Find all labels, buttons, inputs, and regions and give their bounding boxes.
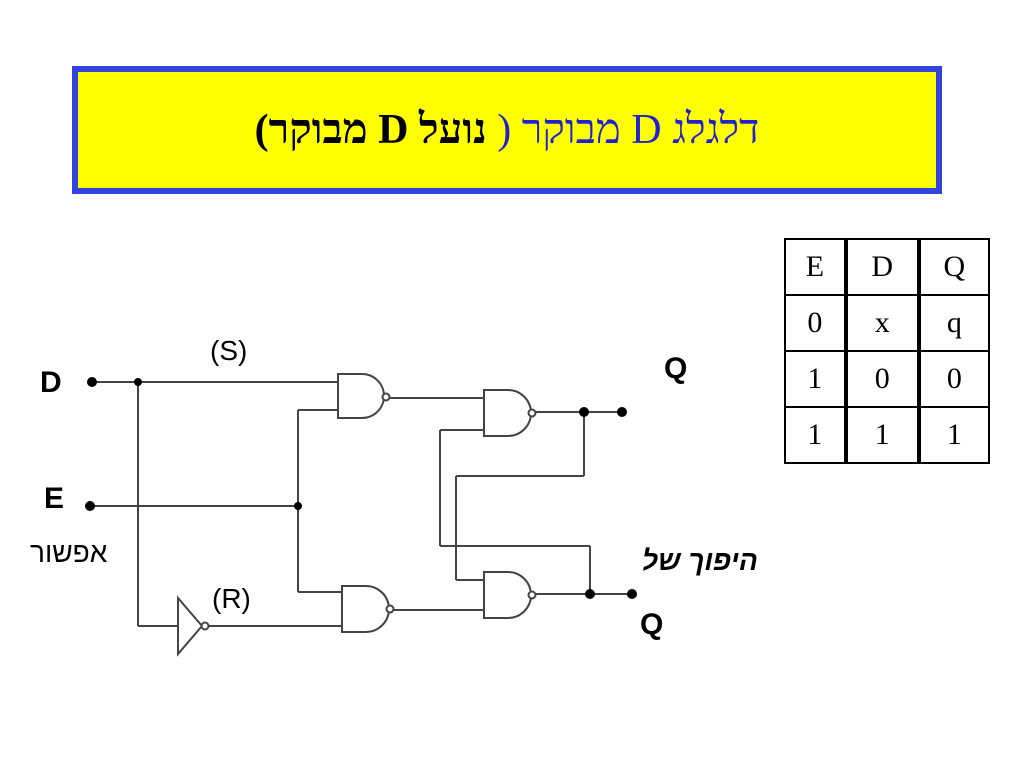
- junction-dot: [579, 407, 589, 417]
- truth-table: E D Q 0 x q 1 0 0 1 1 1: [784, 238, 991, 464]
- cell-e: 1: [784, 406, 847, 464]
- output-qbar-label: Q: [640, 608, 663, 641]
- output-qbar-caption: היפוך של: [642, 545, 758, 576]
- truth-table-header-row: E D Q: [784, 238, 991, 296]
- junction-dot: [294, 502, 302, 510]
- input-d-label: D: [40, 366, 62, 399]
- header-d: D: [843, 238, 921, 296]
- cell-d: 1: [843, 406, 921, 464]
- table-row: 1 0 0: [784, 350, 991, 408]
- nand-gate-4: [483, 571, 537, 619]
- nand-gate-2: [341, 585, 395, 633]
- title-sub: נועל D מבוקר): [254, 107, 487, 153]
- cell-q: 0: [917, 350, 991, 408]
- title-main: דלגלג D מבוקר (: [497, 107, 760, 153]
- nand-gate-3: [483, 389, 537, 437]
- output-q-terminal: [617, 407, 627, 417]
- wires: [90, 381, 632, 627]
- input-d-terminal: [87, 377, 97, 387]
- junction-dot: [585, 589, 595, 599]
- r-label: (R): [212, 583, 251, 614]
- input-e-label: E: [44, 482, 64, 515]
- cell-q: q: [917, 294, 991, 352]
- output-qbar-terminal: [627, 589, 637, 599]
- header-q: Q: [917, 238, 991, 296]
- cell-e: 1: [784, 350, 847, 408]
- table-row: 1 1 1: [784, 406, 991, 464]
- input-e-terminal: [85, 501, 95, 511]
- title-banner: דלגלג D מבוקר ( נועל D מבוקר): [72, 66, 942, 194]
- cell-q: 1: [917, 406, 991, 464]
- table-row: 0 x q: [784, 294, 991, 352]
- output-q-label: Q: [664, 352, 687, 385]
- cell-d: x: [843, 294, 921, 352]
- header-e: E: [784, 238, 847, 296]
- junction-dot: [134, 378, 142, 386]
- enable-label: אפשור: [30, 537, 108, 568]
- nand-gate-1: [337, 373, 391, 419]
- not-gate: [177, 595, 210, 657]
- s-label: (S): [210, 335, 247, 366]
- cell-e: 0: [784, 294, 847, 352]
- cell-d: 0: [843, 350, 921, 408]
